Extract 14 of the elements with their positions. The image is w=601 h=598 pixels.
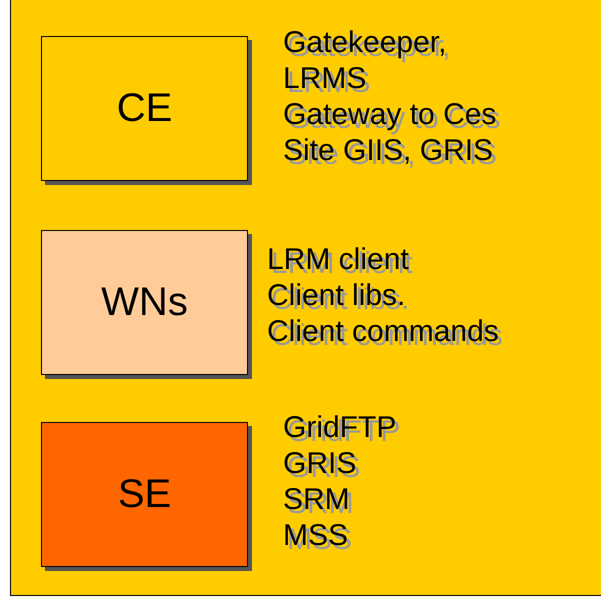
service-name: GRIS [283,446,358,482]
service-name: MSS [283,518,350,554]
service-name: Client commands [267,314,499,350]
service-name: LRMS [283,61,368,97]
service-name: LRM client [267,242,410,278]
box-label: CE [116,86,172,131]
box-label: SE [118,472,172,517]
service-name: Site GIIS, GRIS [283,133,494,169]
service-name: Gateway to Ces [283,97,496,133]
service-name: Gatekeeper, [283,25,448,61]
service-name: GridFTP [283,410,396,446]
box-label: WNs [101,280,188,325]
service-name: SRM [283,482,351,518]
service-name: Client libs. [267,278,406,314]
